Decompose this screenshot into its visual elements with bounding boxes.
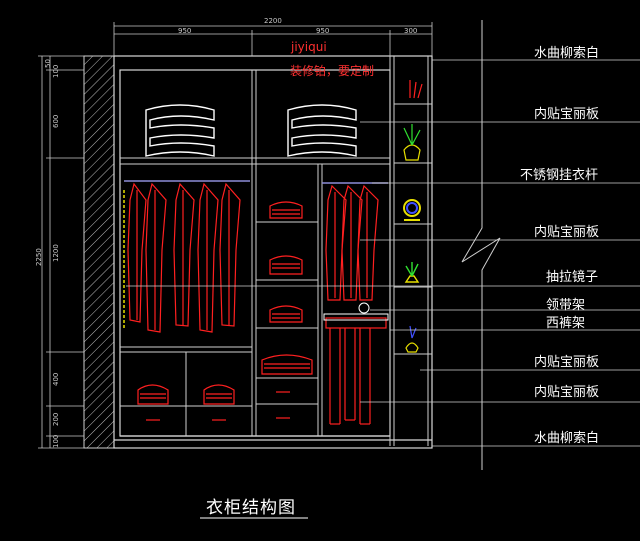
- callout-8: 内贴宝丽板: [534, 355, 600, 370]
- dim-top-b: 100: [52, 64, 60, 78]
- dim-hang: 1200: [52, 244, 60, 262]
- callout-2: 内贴宝丽板: [534, 107, 600, 122]
- drawer-fronts: [120, 403, 318, 407]
- callout-10: 水曲柳索白: [534, 431, 600, 446]
- callout-4: 内贴宝丽板: [534, 225, 600, 240]
- open-shelf-unit: [394, 56, 432, 446]
- decor-plate-icon: [403, 199, 421, 221]
- partitions: [120, 56, 395, 446]
- callout-6: 领带架: [546, 298, 586, 313]
- tie-rack: [323, 302, 389, 321]
- dim-upper: 600: [52, 114, 60, 128]
- folded-blankets: [145, 104, 357, 157]
- dim-mid-width: 950: [316, 27, 330, 35]
- dim-top-a: 50: [44, 59, 52, 68]
- trousers-rack: [325, 317, 387, 425]
- callout-3: 不锈钢挂衣杆: [520, 168, 599, 183]
- dim-right-width: 300: [404, 27, 418, 35]
- hanging-clothes-right: [325, 184, 379, 301]
- dim-left-width: 950: [178, 27, 192, 35]
- callout-1: 水曲柳索白: [534, 46, 600, 61]
- dim-lower: 200: [52, 412, 60, 426]
- callout-9: 内贴宝丽板: [534, 385, 600, 400]
- wall-hatch: [83, 55, 115, 449]
- dim-base: 100: [52, 434, 60, 448]
- watermark-line1: jiyiqui: [291, 40, 327, 54]
- drawers: [137, 384, 290, 421]
- callout-7: 西裤架: [546, 316, 586, 331]
- dim-total-height: 2250: [35, 248, 43, 266]
- dim-total-width: 2200: [264, 17, 282, 25]
- dimension-lines: [38, 22, 433, 449]
- dim-drawer: 400: [52, 372, 60, 386]
- break-line: [461, 20, 501, 470]
- decor-plant-icon: [404, 262, 420, 283]
- decor-vase-icon: [403, 80, 423, 161]
- callout-5: 抽拉镜子: [546, 270, 599, 285]
- hanging-clothes-left: [127, 182, 241, 333]
- watermark-line2: 装修铂，要定制: [290, 64, 375, 78]
- drawing-title: 衣柜结构图: [206, 498, 296, 518]
- folded-clothes: [261, 201, 313, 375]
- leader-lines: [126, 59, 640, 447]
